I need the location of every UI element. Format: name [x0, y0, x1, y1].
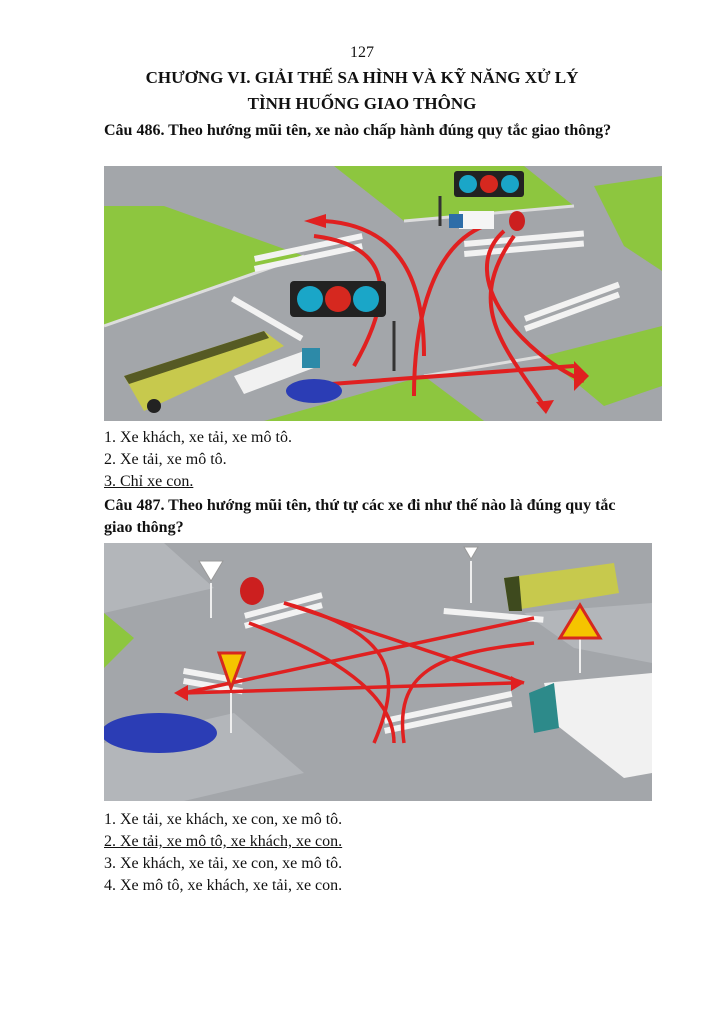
grass-left	[104, 613, 134, 668]
q487-answer-3: 3. Xe khách, xe tải, xe con, xe mô tô.	[104, 855, 343, 872]
intersection-scene-486	[104, 166, 662, 421]
grass-top-right	[594, 176, 662, 271]
warning-sign-right	[557, 602, 603, 673]
grass-top-left	[104, 206, 304, 326]
yield-sign-top-center	[463, 546, 479, 603]
truck-icon-back	[449, 211, 494, 229]
arrowheads-486	[304, 214, 589, 414]
chapter-title-line2: TÌNH HUỐNG GIAO THÔNG	[247, 94, 477, 113]
figure-487-intersection	[104, 543, 652, 801]
yield-sign-top-left	[198, 560, 224, 618]
route-arrows-486	[303, 219, 585, 408]
truck-icon-front	[234, 348, 320, 394]
grass-bottom-center	[264, 376, 484, 421]
q487-answer-1: 1. Xe tải, xe khách, xe con, xe mô tô.	[104, 811, 343, 828]
car-icon-blue	[286, 379, 342, 403]
traffic-sign-board-back	[438, 171, 524, 226]
figure-486-intersection	[104, 166, 662, 421]
q487-answer-2-correct: 2. Xe tải, xe mô tô, xe khách, xe con.	[104, 833, 343, 850]
warning-sign-left	[216, 651, 247, 733]
bus-icon	[124, 331, 284, 413]
motorbike-icon-red	[509, 211, 525, 231]
bus-icon-487	[504, 563, 619, 611]
car-icon-blue-487	[104, 713, 217, 753]
truck-icon-487	[529, 673, 652, 778]
question-487-title-line2: giao thông?	[104, 519, 184, 536]
motorbike-icon-red-487	[240, 577, 264, 605]
question-486-title: Câu 486. Theo hướng mũi tên, xe nào chấp…	[104, 122, 612, 139]
page-number: 127	[350, 44, 374, 61]
arrowheads-487	[174, 676, 524, 701]
q486-answer-1: 1. Xe khách, xe tải, xe mô tô.	[104, 429, 292, 446]
traffic-sign-board-front	[290, 281, 396, 371]
q487-answer-4: 4. Xe mô tô, xe khách, xe tải, xe con.	[104, 877, 343, 894]
q486-answer-3-correct: 3. Chỉ xe con.	[104, 473, 194, 490]
intersection-scene-487	[104, 543, 652, 801]
route-arrows-487	[183, 601, 535, 744]
q486-answer-2: 2. Xe tải, xe mô tô.	[104, 451, 227, 468]
chapter-title-line1: CHƯƠNG VI. GIẢI THẾ SA HÌNH VÀ KỸ NĂNG X…	[145, 68, 579, 87]
grass-bottom-right	[544, 326, 662, 406]
question-487-title-line1: Câu 487. Theo hướng mũi tên, thứ tự các …	[104, 497, 616, 514]
